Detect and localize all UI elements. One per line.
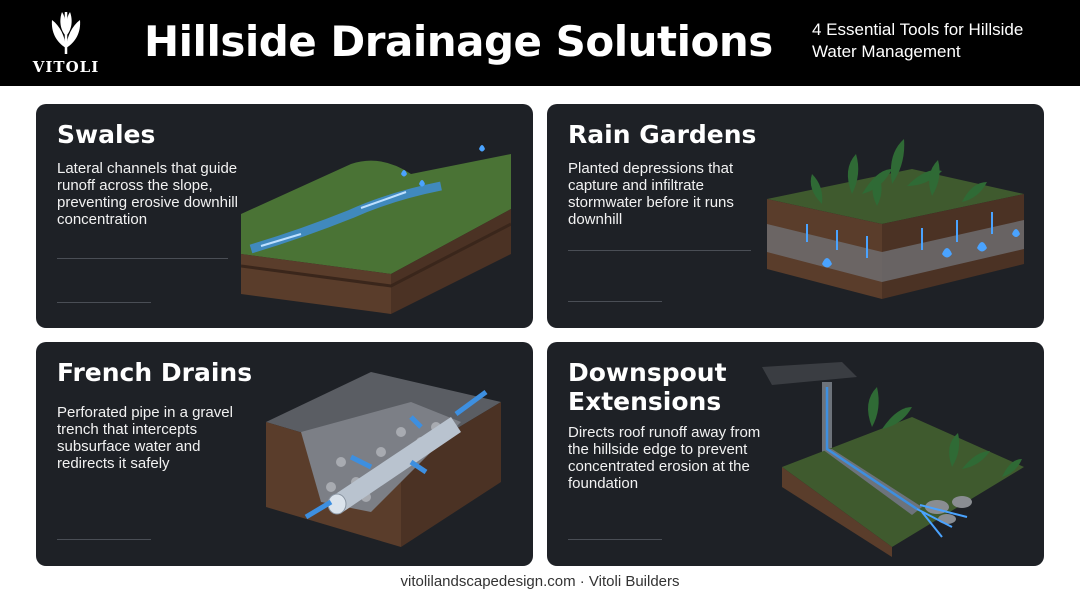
logo-text: VITOLI <box>32 58 100 76</box>
card-description: Directs roof runoff away from the hillsi… <box>568 424 761 492</box>
card-title: Downspout Extensions <box>568 358 727 416</box>
divider-line <box>57 539 151 540</box>
card-description: Lateral channels that guide runoff acros… <box>57 160 238 228</box>
card-description: Planted depressions that capture and inf… <box>568 160 734 228</box>
footer-credit: vitolilandscapedesign.com · Vitoli Build… <box>400 573 680 590</box>
vitoli-logo[interactable]: VITOLI <box>30 8 102 80</box>
card-title: Swales <box>57 120 156 149</box>
rain-garden-illustration <box>767 139 1024 299</box>
downspout-illustration <box>762 362 1024 557</box>
card-downspout-extensions: Downspout Extensions Directs roof runoff… <box>547 342 1044 566</box>
divider-line <box>568 301 662 302</box>
card-rain-gardens: Rain Gardens Planted depressions that ca… <box>547 104 1044 328</box>
swale-illustration <box>241 145 511 314</box>
divider-line <box>568 250 751 251</box>
page-title: Hillside Drainage Solutions <box>144 17 773 66</box>
header-bar: VITOLI Hillside Drainage Solutions 4 Ess… <box>0 0 1080 86</box>
card-title: French Drains <box>57 358 253 387</box>
card-swales: Swales Lateral channels that guide runof… <box>36 104 533 328</box>
card-description: Perforated pipe in a gravel trench that … <box>57 404 233 472</box>
french-drain-illustration <box>266 372 501 547</box>
leaf-logo-icon <box>51 12 81 54</box>
divider-line <box>57 258 228 259</box>
page-subtitle: 4 Essential Tools for Hillside Water Man… <box>812 20 1024 61</box>
card-title: Rain Gardens <box>568 120 757 149</box>
card-french-drains: French Drains Perforated pipe in a grave… <box>36 342 533 566</box>
divider-line <box>568 539 662 540</box>
divider-line <box>57 302 151 303</box>
